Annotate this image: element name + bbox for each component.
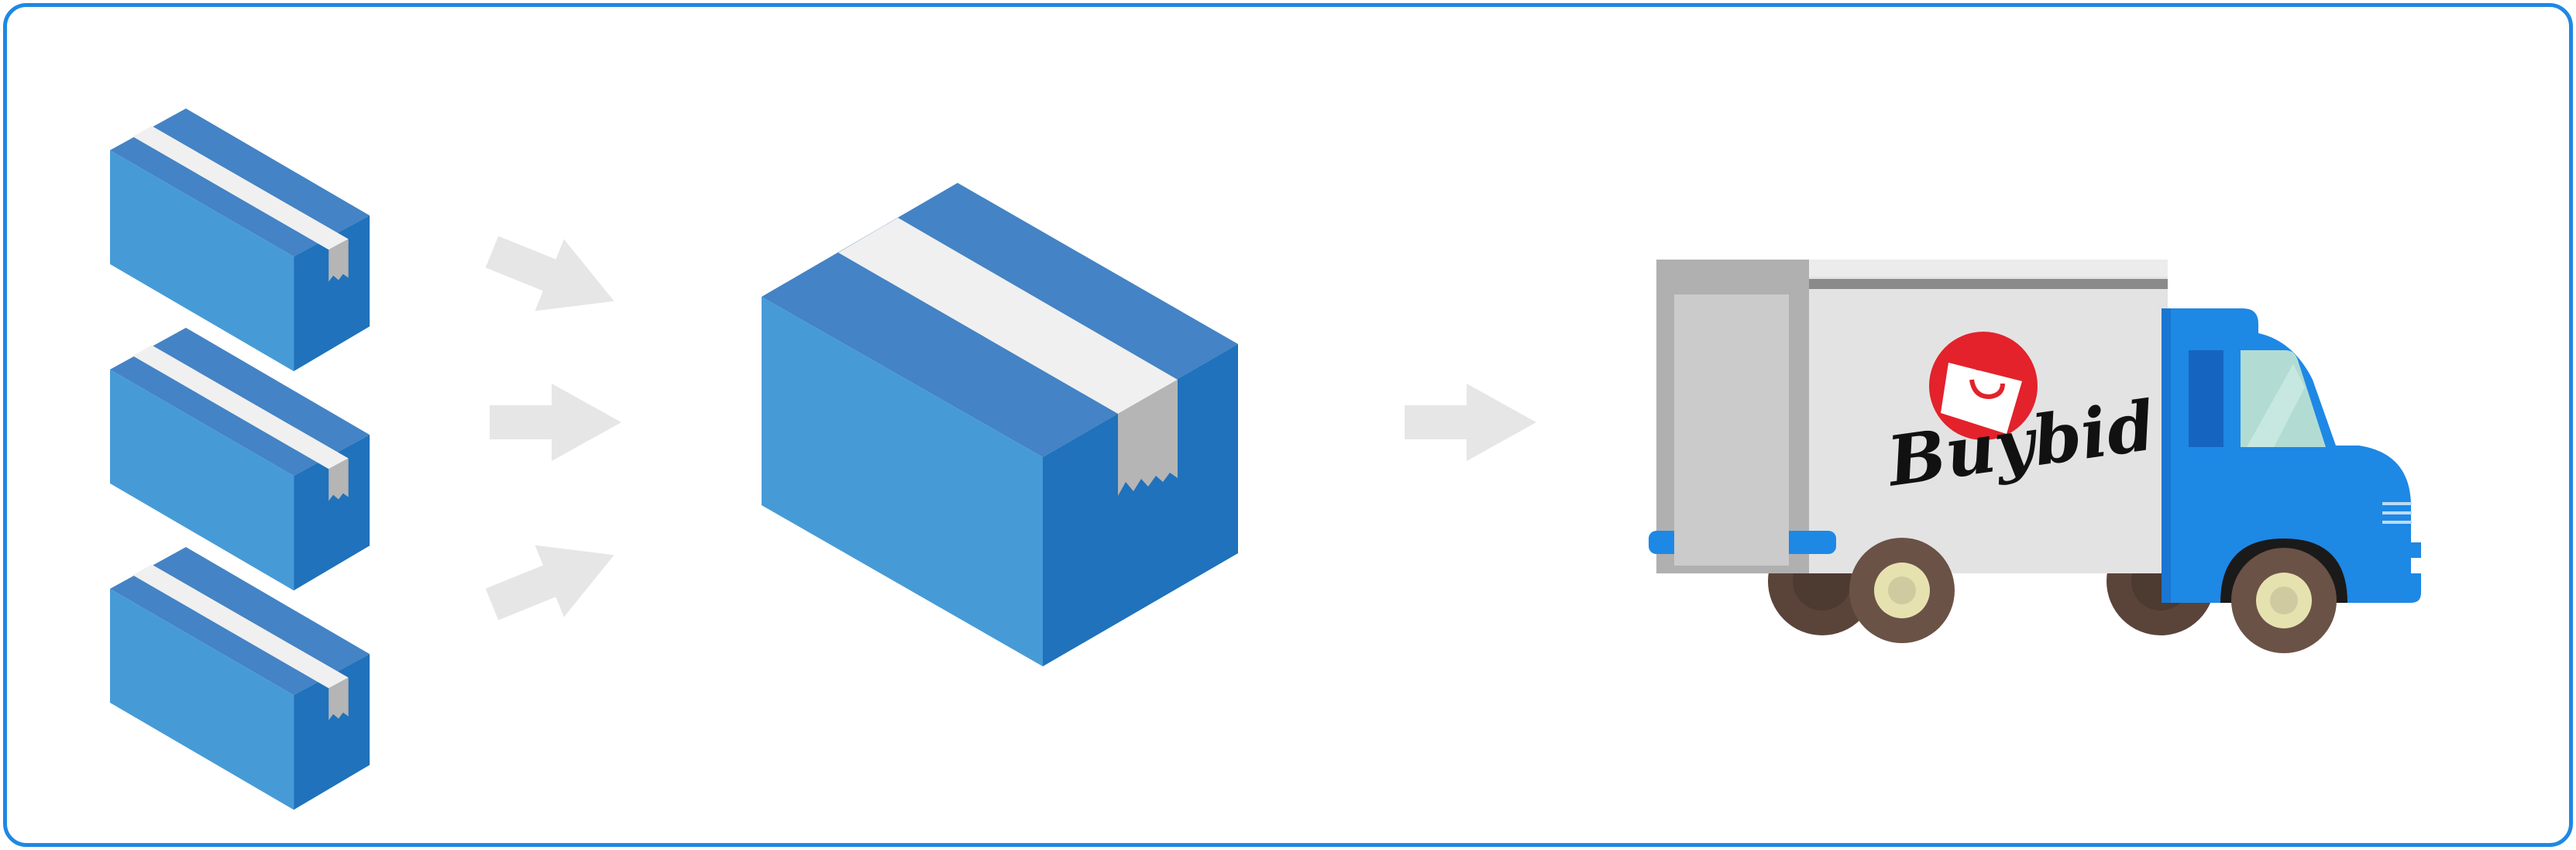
small-box-icon <box>109 328 370 591</box>
small-box-icon <box>109 547 370 810</box>
arrow-icon <box>477 215 629 338</box>
small-box-icon <box>109 108 370 372</box>
delivery-truck-icon: Buybid <box>1649 260 2421 653</box>
large-box-icon <box>762 183 1238 666</box>
arrow-icon <box>1405 384 1536 461</box>
arrow-icon <box>477 518 629 641</box>
arrow-icon <box>490 384 621 461</box>
shopping-bag-logo-icon <box>1929 332 2038 440</box>
